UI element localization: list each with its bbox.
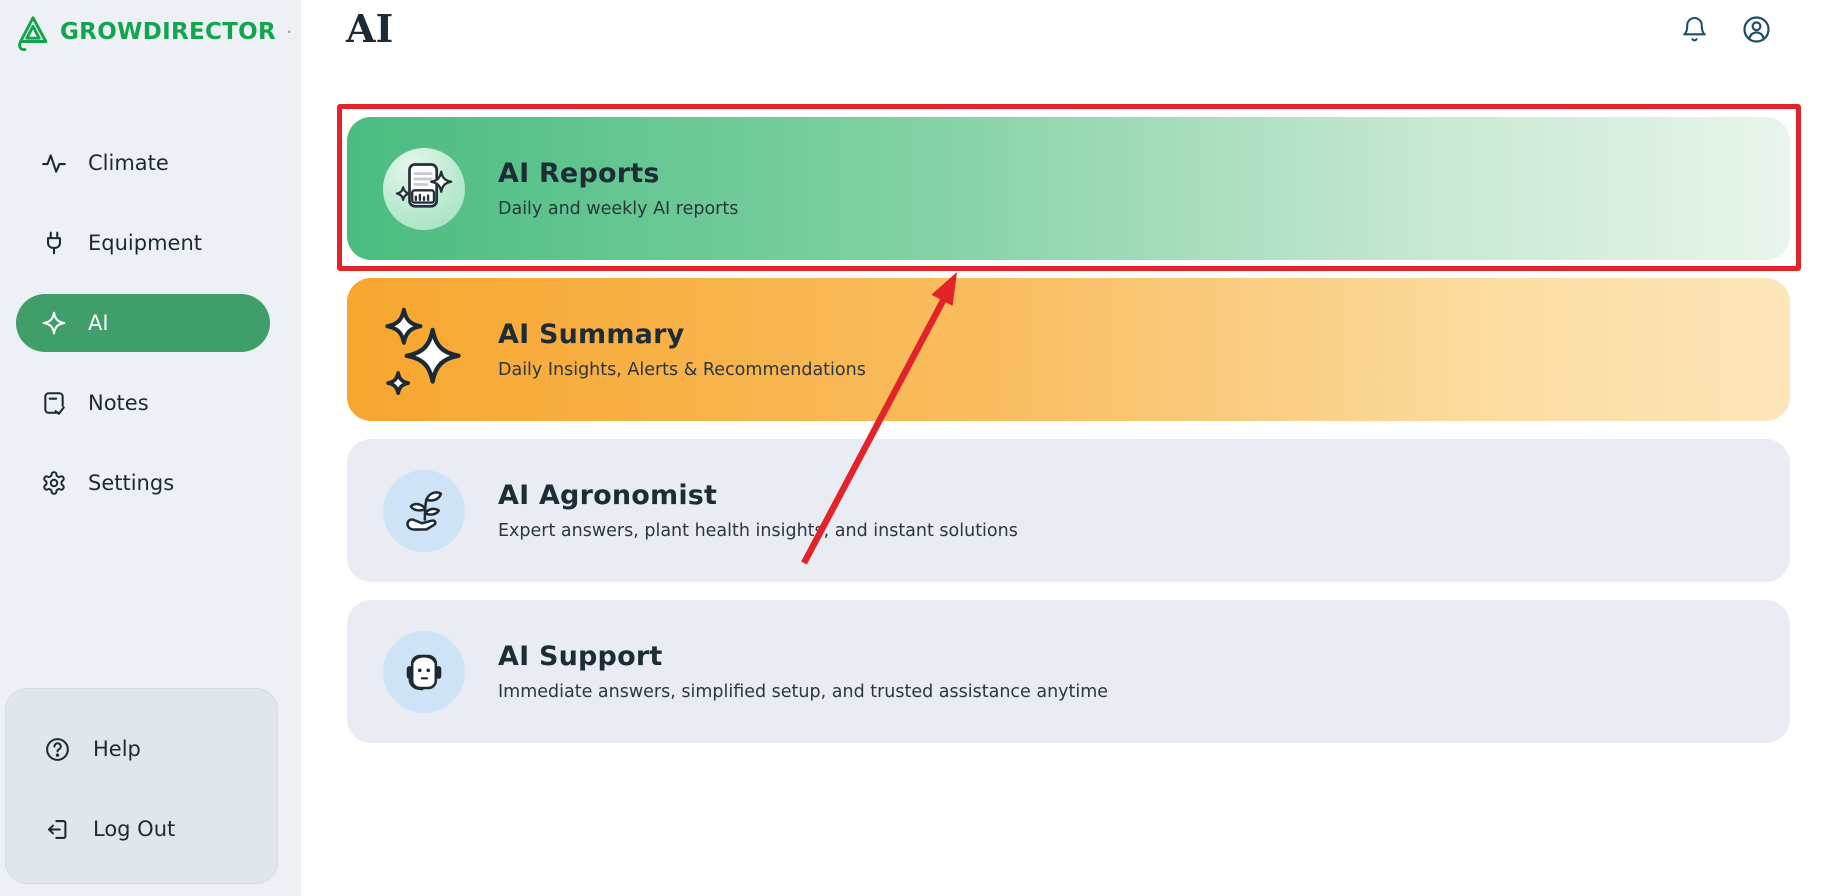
page-title: AI: [346, 6, 394, 51]
card-subtitle: Daily and weekly AI reports: [498, 199, 739, 219]
help-label: Help: [93, 737, 141, 761]
sparkles-icon: [378, 304, 470, 396]
sidebar-footer: Help Log Out: [5, 688, 278, 884]
ai-support-icon-badge: [383, 630, 465, 713]
logout-button[interactable]: Log Out: [44, 804, 175, 854]
brand-suffix: ·: [286, 20, 293, 44]
growdirector-logo-icon: [14, 11, 52, 53]
brand-logo[interactable]: GROWDIRECTOR ·: [14, 11, 292, 53]
ai-agronomist-icon-badge: [383, 469, 465, 552]
card-title: AI Summary: [498, 319, 685, 350]
ai-agronomist-text: AI Agronomist Expert answers, plant heal…: [498, 480, 1018, 541]
brand-name: GROWDIRECTOR: [60, 19, 277, 45]
support-robot-icon: [397, 645, 451, 699]
ai-support-card[interactable]: AI Support Immediate answers, simplified…: [347, 600, 1790, 743]
gear-icon: [41, 470, 67, 496]
help-button[interactable]: Help: [44, 724, 141, 774]
plug-icon: [41, 230, 67, 256]
ai-agronomist-card[interactable]: AI Agronomist Expert answers, plant heal…: [347, 439, 1790, 582]
sidebar-item-settings[interactable]: Settings: [16, 454, 270, 512]
card-title: AI Reports: [498, 158, 660, 189]
report-document-icon: [395, 160, 453, 218]
card-title: AI Support: [498, 641, 663, 672]
sidebar-item-ai[interactable]: AI: [16, 294, 270, 352]
notifications-button[interactable]: [1678, 13, 1710, 45]
sidebar-item-label: Equipment: [88, 231, 202, 255]
ai-card-list: AI Reports Daily and weekly AI reports: [347, 117, 1790, 761]
sparkle-icon: [41, 310, 67, 336]
sidebar-item-equipment[interactable]: Equipment: [16, 214, 270, 272]
ai-reports-card[interactable]: AI Reports Daily and weekly AI reports: [347, 117, 1790, 260]
account-button[interactable]: [1740, 13, 1772, 45]
sidebar-item-label: Climate: [88, 151, 169, 175]
ai-summary-text: AI Summary Daily Insights, Alerts & Reco…: [498, 319, 866, 380]
sidebar-item-label: AI: [88, 311, 109, 335]
bell-icon: [1680, 15, 1709, 44]
plant-hand-icon: [397, 484, 451, 538]
sidebar-item-climate[interactable]: Climate: [16, 134, 270, 192]
ai-reports-text: AI Reports Daily and weekly AI reports: [498, 158, 738, 219]
sidebar-item-label: Notes: [88, 391, 149, 415]
sidebar-item-label: Settings: [88, 471, 175, 495]
ai-summary-icon-badge: [383, 307, 465, 395]
notepad-icon: [41, 390, 67, 416]
sidebar-item-notes[interactable]: Notes: [16, 374, 270, 432]
ai-summary-card[interactable]: AI Summary Daily Insights, Alerts & Reco…: [347, 278, 1790, 421]
ai-support-text: AI Support Immediate answers, simplified…: [498, 641, 1108, 702]
sidebar: GROWDIRECTOR · Climate Equipment: [0, 0, 301, 896]
card-subtitle: Daily Insights, Alerts & Recommendations: [498, 360, 866, 380]
logout-icon: [44, 816, 71, 843]
activity-icon: [41, 150, 67, 176]
card-subtitle: Immediate answers, simplified setup, and…: [498, 682, 1109, 702]
card-subtitle: Expert answers, plant health insights, a…: [498, 521, 1018, 541]
card-title: AI Agronomist: [498, 480, 718, 511]
ai-reports-icon-badge: [383, 147, 465, 230]
user-circle-icon: [1741, 14, 1772, 45]
help-circle-icon: [44, 736, 71, 763]
logout-label: Log Out: [93, 817, 176, 841]
